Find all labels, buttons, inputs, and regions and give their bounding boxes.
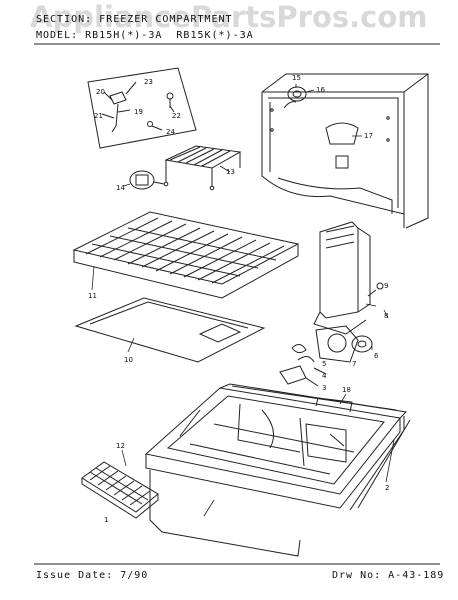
callout-23: 23 xyxy=(144,78,153,86)
fan-assembly-parts-3-7 xyxy=(279,325,373,387)
model-line: MODEL: RB15H(*)-3A RB15K(*)-3A xyxy=(36,30,254,41)
callout-3: 3 xyxy=(322,384,326,392)
rail-part-2 xyxy=(231,385,411,511)
callout-21: 21 xyxy=(94,112,103,120)
shelf-bracket-part-14 xyxy=(129,170,165,190)
evaporator-pan-part-1 xyxy=(144,383,408,557)
panel-part-10 xyxy=(74,297,266,363)
callout-14: 14 xyxy=(116,184,125,192)
freezer-shelf-part-11 xyxy=(72,211,300,299)
callout-11: 11 xyxy=(88,292,97,300)
freezer-cabinet xyxy=(261,73,429,229)
inset-light-assembly xyxy=(87,67,197,149)
callout-17: 17 xyxy=(364,132,373,140)
callout-15: 15 xyxy=(292,74,301,82)
callout-13: 13 xyxy=(226,168,235,176)
callout-4: 4 xyxy=(322,372,327,380)
ice-tray-part-12 xyxy=(81,461,159,519)
upper-shelf-part-13 xyxy=(163,145,242,191)
callout-8: 8 xyxy=(384,312,388,320)
callout-16: 16 xyxy=(316,86,325,94)
callout-22: 22 xyxy=(172,112,181,120)
callout-1: 1 xyxy=(104,516,108,524)
callout-20: 20 xyxy=(96,88,105,96)
section-title: SECTION: FREEZER COMPARTMENT xyxy=(36,14,233,25)
callout-2: 2 xyxy=(385,484,389,492)
callout-9: 9 xyxy=(384,282,388,290)
callout-10: 10 xyxy=(124,356,133,364)
leader-lines xyxy=(91,84,395,517)
callout-7: 7 xyxy=(352,360,356,368)
callout-24: 24 xyxy=(166,128,175,136)
callout-19: 19 xyxy=(134,108,143,116)
callout-5: 5 xyxy=(322,360,326,368)
callout-6: 6 xyxy=(374,352,379,360)
callout-18: 18 xyxy=(342,386,351,394)
drawing-number: Drw No: A-43-189 xyxy=(332,570,445,581)
air-duct-part-8 xyxy=(313,221,384,335)
watermark-logo: AppliancePartsPros.com xyxy=(30,0,428,34)
callout-12: 12 xyxy=(116,442,125,450)
issue-date: Issue Date: 7/90 xyxy=(36,570,149,581)
